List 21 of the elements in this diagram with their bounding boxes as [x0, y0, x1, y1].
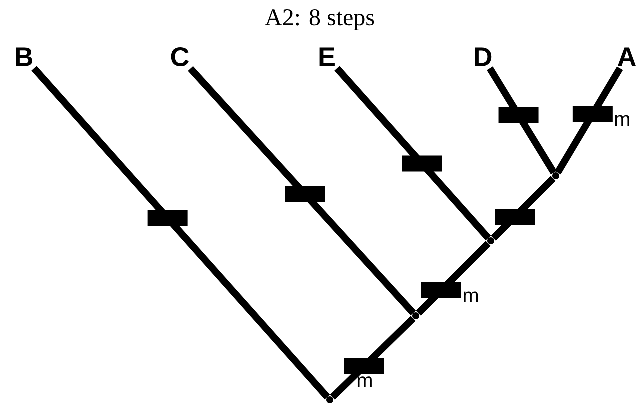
branch-line [334, 66, 492, 241]
taxon-label: A [618, 48, 636, 66]
branch-line [188, 66, 416, 316]
branch-point [412, 312, 420, 320]
taxon-label: D [475, 48, 492, 66]
branch-line [416, 241, 491, 316]
branch-line [330, 316, 416, 400]
taxon-label: C [171, 47, 189, 67]
change-label: m [615, 115, 630, 126]
branch-point [488, 238, 494, 244]
title: A2: 8 steps [265, 9, 374, 31]
branch-line [32, 66, 330, 400]
branch-line [554, 66, 624, 175]
taxon-label: E [320, 48, 335, 66]
branch-line [491, 176, 556, 241]
change-label: m [358, 376, 372, 388]
branch-point [552, 172, 560, 180]
taxon-label: B [16, 48, 33, 66]
branch-line [487, 66, 558, 175]
branch-point [326, 396, 334, 404]
change-label: m [464, 292, 478, 302]
